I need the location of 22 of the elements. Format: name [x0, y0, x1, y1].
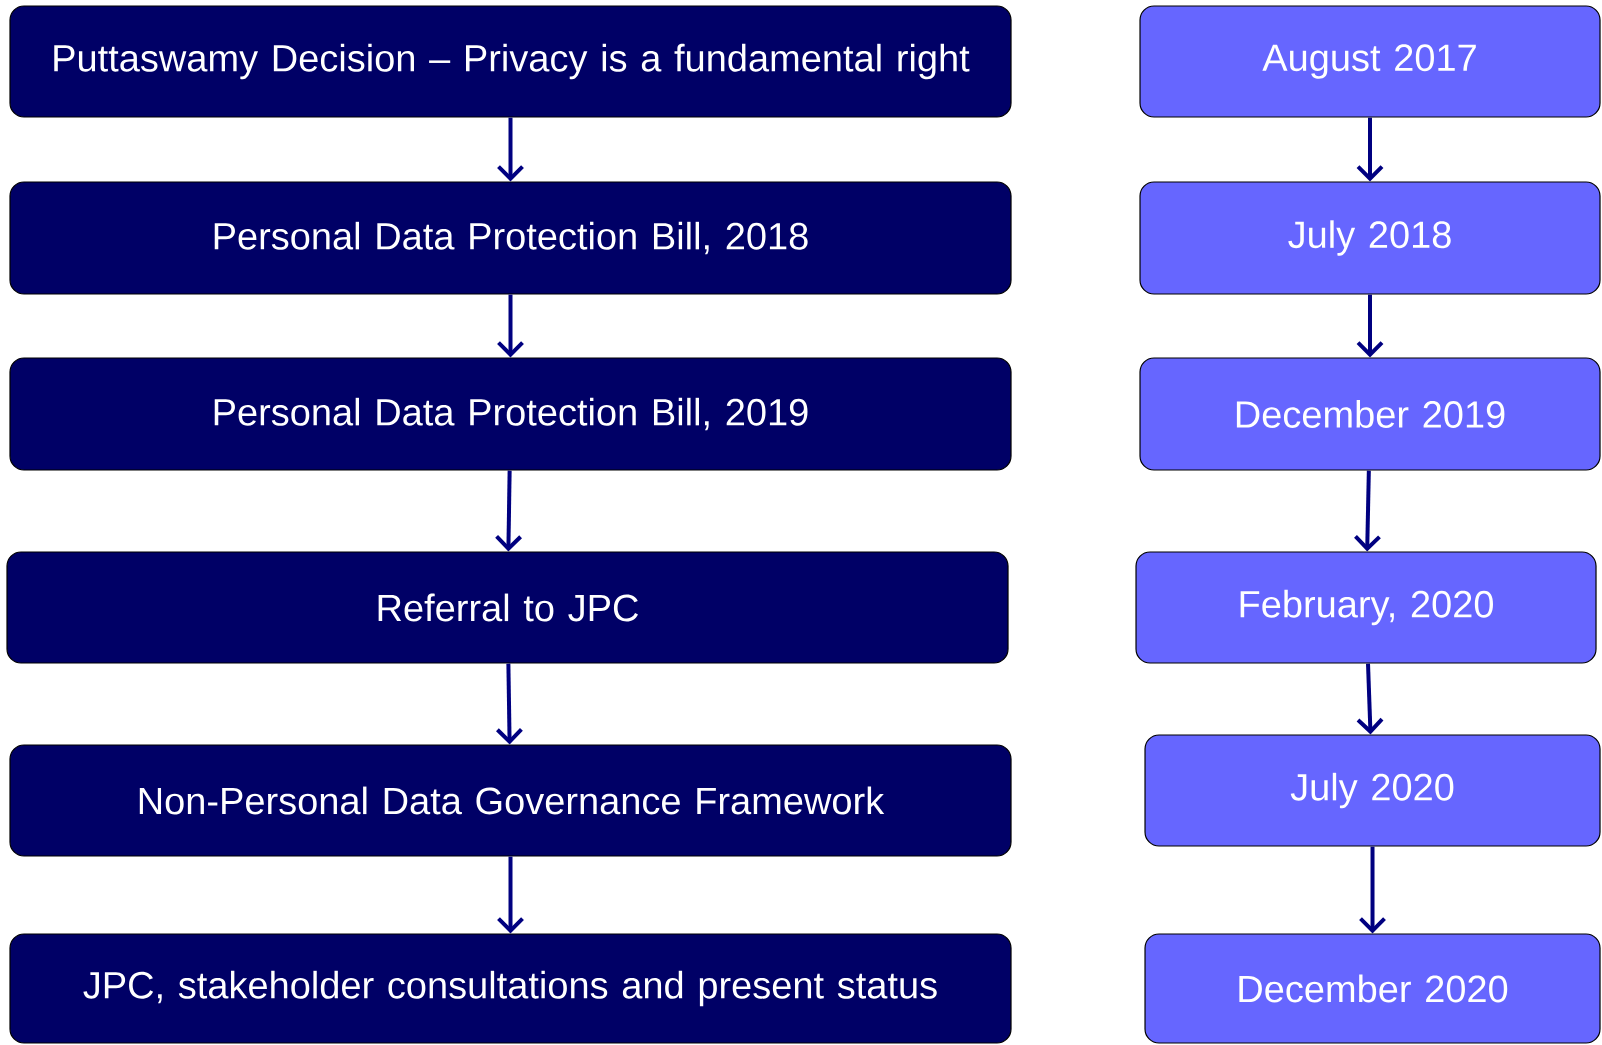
date-box: December 2019	[1139, 357, 1601, 471]
date-box: December 2020	[1144, 933, 1601, 1044]
event-box: Personal Data Protection Bill, 2018	[9, 181, 1012, 295]
date-box: August 2017	[1139, 5, 1601, 118]
event-box: Personal Data Protection Bill, 2019	[9, 357, 1012, 471]
arrow	[497, 856, 524, 934]
date-box: February, 2020	[1135, 551, 1597, 664]
arrow	[495, 470, 522, 552]
arrow	[1356, 663, 1384, 735]
date-box: July 2018	[1139, 181, 1601, 295]
arrow	[1356, 294, 1384, 358]
event-box: JPC, stakeholder consultations and present status	[9, 933, 1012, 1044]
event-box: Non-Personal Data Governance Framework	[9, 744, 1012, 857]
arrow	[1359, 846, 1386, 934]
arrow	[497, 117, 524, 182]
arrow	[1356, 117, 1384, 182]
event-box: Referral to JPC	[6, 551, 1009, 664]
arrow	[496, 663, 523, 745]
arrow	[1354, 470, 1381, 552]
date-box: July 2020	[1144, 734, 1601, 847]
event-box: Puttaswamy Decision – Privacy is a fundamental right	[9, 5, 1012, 118]
arrow	[497, 294, 524, 358]
